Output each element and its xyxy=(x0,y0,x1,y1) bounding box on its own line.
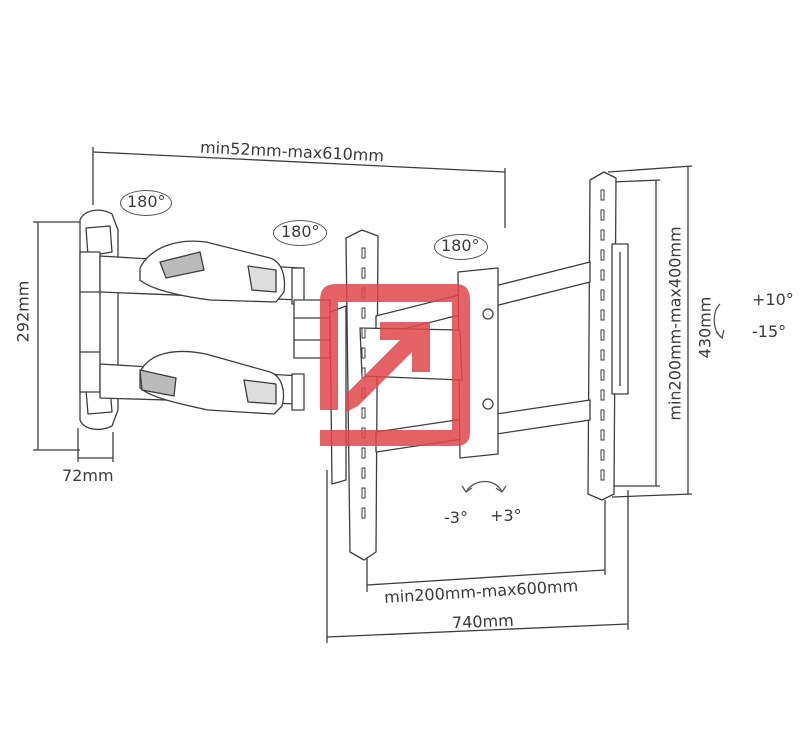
right-rail-slot xyxy=(600,309,605,321)
left-rail-slot xyxy=(361,267,366,279)
upper-arm xyxy=(99,240,305,305)
vesa-vertical-label: min200mm-max400mm xyxy=(665,226,685,421)
swivel-2-oval xyxy=(273,220,327,246)
right-rail-slot xyxy=(600,289,605,301)
overall-width-label: 740mm xyxy=(451,610,515,633)
tilt-arrowhead-icon xyxy=(715,329,725,340)
external-link-arrow-icon xyxy=(320,284,470,446)
left-rail-slot xyxy=(361,507,366,519)
level-arc-icon xyxy=(465,480,503,493)
left-rail-slot xyxy=(361,307,366,319)
right-mounting-rail xyxy=(587,171,629,501)
level-plus-label: +3° xyxy=(490,506,522,525)
right-rail-slot xyxy=(600,409,605,421)
dim-height-left-line xyxy=(33,221,80,451)
left-rail-slot xyxy=(361,347,366,359)
right-rail-slot xyxy=(600,269,605,281)
right-rail-slot xyxy=(600,389,605,401)
swivel-3-oval xyxy=(434,234,488,260)
swivel-1-oval xyxy=(120,190,172,216)
overall-height-label: 430mm xyxy=(695,296,715,359)
dim-arm-extension-line xyxy=(92,147,506,228)
right-rail-slot xyxy=(600,469,605,481)
right-rail-slot xyxy=(600,369,605,381)
left-rail-slot xyxy=(361,447,366,459)
right-rail-slot xyxy=(600,429,605,441)
left-rail-slot xyxy=(361,407,366,419)
left-rail-slot xyxy=(361,327,366,339)
height-left-label: 292mm xyxy=(13,280,33,343)
level-arrowhead-right-icon xyxy=(495,485,507,493)
swivel-1-label: 180° xyxy=(127,192,166,211)
right-rail-slot xyxy=(600,229,605,241)
right-rail-slot xyxy=(600,189,605,201)
dim-overall-width-line xyxy=(326,470,629,643)
dim-overall-height-line xyxy=(607,165,693,498)
lower-arm xyxy=(99,350,305,415)
right-rail-slot xyxy=(600,349,605,361)
level-minus-label: -3° xyxy=(444,508,468,527)
left-rail-slot xyxy=(361,247,366,259)
level-arrowhead-left-icon xyxy=(461,485,473,493)
right-rail-slot xyxy=(600,449,605,461)
right-rail-slot xyxy=(600,329,605,341)
wall-plate-depth-label: 72mm xyxy=(62,466,114,485)
tilt-down-label: -15° xyxy=(752,322,787,341)
dim-depth-line xyxy=(77,428,114,462)
right-rail-slot xyxy=(600,249,605,261)
swivel-3-label: 180° xyxy=(441,236,480,255)
tilt-arc-icon xyxy=(713,303,723,339)
tilt-up-label: +10° xyxy=(752,290,794,309)
left-rail-slot xyxy=(361,467,366,479)
left-rail-slot xyxy=(361,487,366,499)
swivel-2-label: 180° xyxy=(281,222,320,241)
dim-vesa-vertical-line xyxy=(611,179,661,487)
right-rail-slot xyxy=(600,209,605,221)
